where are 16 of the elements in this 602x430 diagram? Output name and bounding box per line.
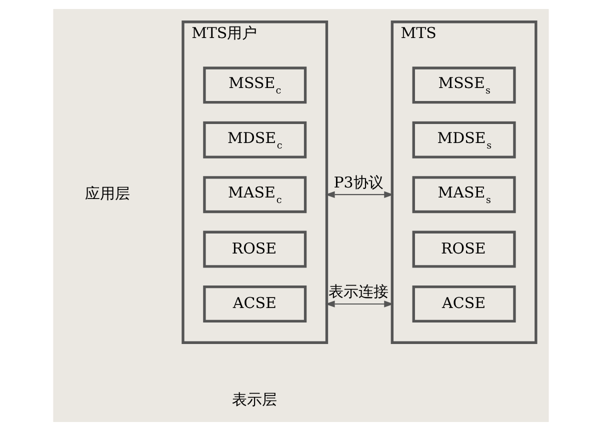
label: 应用层 (84, 184, 130, 202)
arrow (325, 190, 394, 198)
edge-label: P3协议 (334, 172, 384, 191)
node-box: MASE$_{s}$ (412, 176, 516, 213)
edge-label: 表示连接 (328, 282, 388, 300)
node-box: ROSE (203, 230, 307, 268)
node-box: MSSE$_{c}$ (203, 66, 307, 104)
node-box: MDSE$_{c}$ (203, 120, 307, 158)
node-box: MSSE$_{s}$ (412, 66, 516, 104)
node-box: MDSE$_{s}$ (412, 120, 516, 158)
node-box: ACSE (412, 285, 516, 322)
node-box: ROSE (412, 230, 516, 268)
node-box: MASE$_{c}$ (203, 176, 307, 213)
arrow (325, 300, 394, 307)
label: 表示层 (232, 390, 277, 408)
node-box: ACSE (203, 285, 307, 322)
